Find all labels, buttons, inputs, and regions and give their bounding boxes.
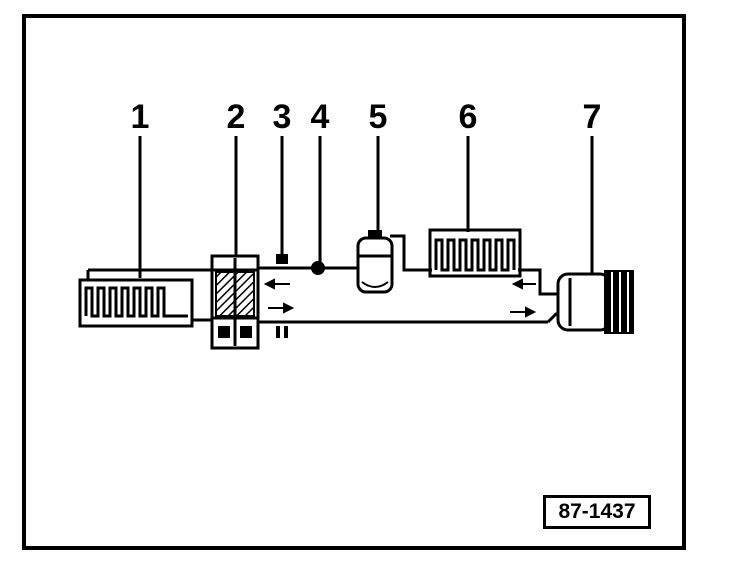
diagram-frame <box>22 14 686 550</box>
receiver-drier <box>356 230 394 294</box>
label-1: 1 <box>131 98 150 136</box>
evaporator <box>78 278 194 328</box>
label-7: 7 <box>583 98 602 136</box>
leader-lines <box>138 136 594 278</box>
label-4: 4 <box>311 98 330 136</box>
figure-reference-number: 87-1437 <box>558 500 636 523</box>
compressor <box>556 270 634 334</box>
flow-arrows <box>263 278 537 318</box>
expansion-valve <box>210 254 260 350</box>
refrigerant-lines <box>86 234 560 324</box>
label-3: 3 <box>273 98 292 136</box>
label-6: 6 <box>459 98 478 136</box>
figure-reference-badge: 87-1437 <box>543 495 651 529</box>
pressure-switch <box>311 261 325 275</box>
service-valve <box>276 254 288 338</box>
condenser <box>428 228 522 278</box>
label-5: 5 <box>369 98 388 136</box>
label-2: 2 <box>227 98 246 136</box>
